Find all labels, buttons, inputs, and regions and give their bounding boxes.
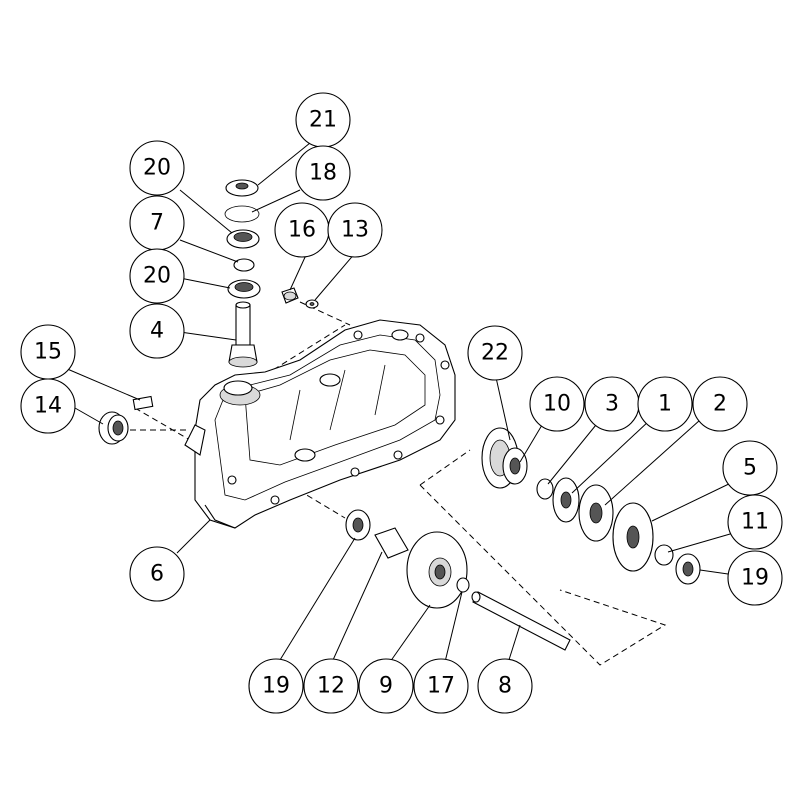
callout-label: 2 bbox=[713, 392, 727, 417]
callout-label: 4 bbox=[150, 319, 164, 344]
callout-label: 16 bbox=[288, 218, 316, 243]
callout-19-bottom: 19 bbox=[248, 658, 304, 714]
callout-17: 17 bbox=[413, 658, 469, 714]
seal-and-plate bbox=[98, 395, 154, 445]
callout-22: 22 bbox=[467, 325, 523, 381]
callout-5: 5 bbox=[722, 440, 778, 496]
callout-label: 8 bbox=[498, 674, 512, 699]
vertical-shaft-stack bbox=[224, 179, 261, 368]
callout-label: 5 bbox=[743, 456, 757, 481]
callout-9: 9 bbox=[358, 658, 414, 714]
callout-2: 2 bbox=[692, 376, 748, 432]
callout-4: 4 bbox=[129, 303, 185, 359]
callout-label: 22 bbox=[481, 341, 509, 366]
callout-label: 19 bbox=[262, 674, 290, 699]
callout-label: 20 bbox=[143, 156, 171, 181]
callout-20-bottom: 20 bbox=[129, 248, 185, 304]
callout-19-right: 19 bbox=[727, 550, 783, 606]
callout-label: 1 bbox=[658, 392, 672, 417]
callout-label: 11 bbox=[741, 510, 769, 535]
callout-label: 13 bbox=[341, 218, 369, 243]
callout-label: 6 bbox=[150, 562, 164, 587]
callout-label: 15 bbox=[34, 340, 62, 365]
callout-7: 7 bbox=[129, 195, 185, 251]
callout-label: 7 bbox=[150, 211, 164, 236]
callout-20-top: 20 bbox=[129, 140, 185, 196]
callout-10: 10 bbox=[529, 376, 585, 432]
callout-13: 13 bbox=[327, 202, 383, 258]
plug-and-washer bbox=[281, 287, 319, 309]
callout-label: 21 bbox=[309, 108, 337, 133]
callout-label: 17 bbox=[427, 674, 455, 699]
callout-16: 16 bbox=[274, 202, 330, 258]
callout-11: 11 bbox=[727, 494, 783, 550]
callout-label: 9 bbox=[379, 674, 393, 699]
callout-label: 20 bbox=[143, 264, 171, 289]
callout-label: 12 bbox=[317, 674, 345, 699]
callout-14: 14 bbox=[20, 378, 76, 434]
callout-8: 8 bbox=[477, 658, 533, 714]
callout-label: 19 bbox=[741, 566, 769, 591]
leader-lines bbox=[64, 142, 738, 664]
gear-train bbox=[481, 427, 701, 585]
callout-label: 18 bbox=[309, 161, 337, 186]
callout-label: 10 bbox=[543, 392, 571, 417]
callout-18: 18 bbox=[295, 145, 351, 201]
output-shaft-assembly bbox=[345, 509, 571, 651]
callout-label: 3 bbox=[605, 392, 619, 417]
callout-6: 6 bbox=[129, 546, 185, 602]
callout-15: 15 bbox=[20, 324, 76, 380]
callout-3: 3 bbox=[584, 376, 640, 432]
callout-12: 12 bbox=[303, 658, 359, 714]
callout-1: 1 bbox=[637, 376, 693, 432]
gearbox-housing bbox=[184, 319, 456, 529]
callout-21: 21 bbox=[295, 92, 351, 148]
callout-label: 14 bbox=[34, 394, 62, 419]
